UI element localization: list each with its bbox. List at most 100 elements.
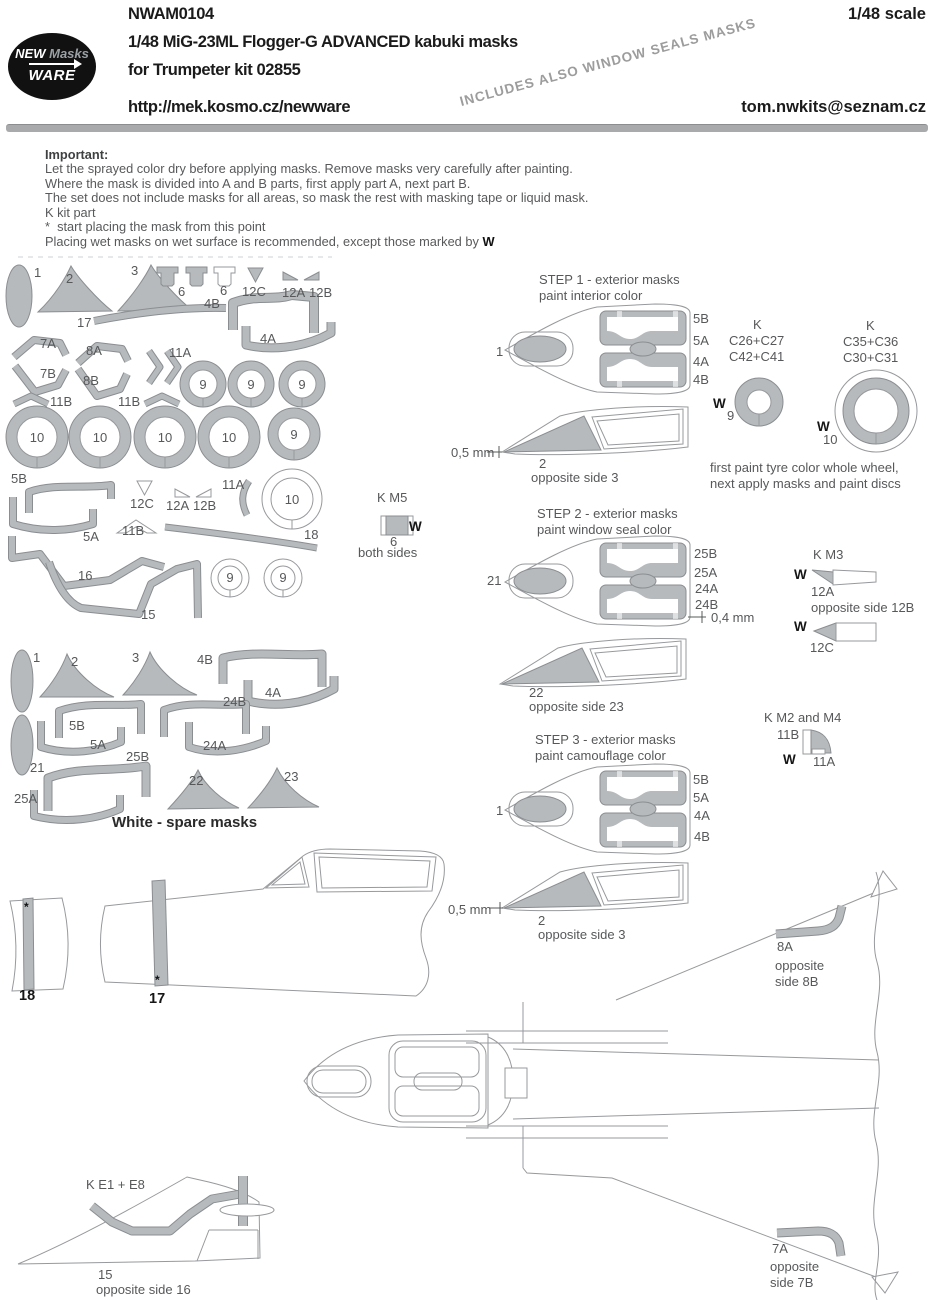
part-label: opposite xyxy=(775,958,824,973)
rudder-outline xyxy=(196,1229,259,1262)
step3-title: STEP 3 - exterior masks xyxy=(535,732,676,747)
mask-part-shape xyxy=(240,479,252,517)
mask-part-shape xyxy=(218,649,327,687)
instructions-block: Important: Let the sprayed color dry bef… xyxy=(45,147,825,250)
mask-part-shape xyxy=(143,393,181,407)
part-label: 11A xyxy=(813,754,835,769)
product-code: NWAM0104 xyxy=(128,5,214,23)
mask-part-shape xyxy=(46,561,201,619)
part-label: 24B xyxy=(695,597,718,612)
km5-diagram xyxy=(380,515,414,536)
mask-part-shape xyxy=(121,650,198,696)
mask-part-shape xyxy=(56,701,144,738)
part-label: opposite side 16 xyxy=(96,1282,191,1297)
nose-side-view xyxy=(501,861,689,912)
part-label: 5A xyxy=(693,790,709,805)
kit-part-outline xyxy=(802,729,812,755)
part-label: 9 xyxy=(199,377,206,392)
canopy-panel xyxy=(394,1046,480,1078)
part-label: 2 xyxy=(71,654,78,669)
part-label: C35+C36 xyxy=(843,334,898,349)
part-label: opposite xyxy=(770,1259,819,1274)
step2-title: STEP 2 - exterior masks xyxy=(537,506,678,521)
part-label: 9 xyxy=(290,427,297,442)
mask-part-shape xyxy=(242,322,335,352)
part-label: 12B xyxy=(309,285,332,300)
part-label: 9 xyxy=(247,377,254,392)
part-label: 4B xyxy=(694,829,710,844)
step1-title: STEP 1 - exterior masks xyxy=(539,272,680,287)
mask-part-shape xyxy=(303,271,320,281)
part-label: 10 xyxy=(158,430,172,445)
part-label: 12C xyxy=(130,496,154,511)
part-label: K xyxy=(753,317,762,332)
part-label: 22 xyxy=(529,685,543,700)
fuselage-edge xyxy=(512,1107,880,1120)
part-label: 11B xyxy=(118,394,140,409)
part-label: side 7B xyxy=(770,1275,813,1290)
w-mark: W xyxy=(783,752,796,767)
part-label: 4A xyxy=(265,685,281,700)
mask-part-shape xyxy=(75,367,130,399)
part-label: 7A xyxy=(772,1241,788,1256)
instruction-lines: Let the sprayed color dry before applyin… xyxy=(45,161,825,235)
mask-part-shape xyxy=(775,905,846,938)
w-mark: W xyxy=(794,567,807,582)
km3-diagram xyxy=(811,569,877,642)
windscreen-outline xyxy=(311,1069,367,1094)
part-label: 24A xyxy=(203,738,226,753)
part-label: 16 xyxy=(78,568,92,583)
nose-top-view xyxy=(504,763,691,855)
mask-part-shape xyxy=(229,291,318,333)
wing-tip xyxy=(870,870,898,898)
part-label: 25A xyxy=(694,565,717,580)
tail-fin-diagram xyxy=(17,1176,275,1265)
part-label: 12B xyxy=(193,498,216,513)
part-label: both sides xyxy=(358,545,418,560)
part-label: 12A xyxy=(282,285,305,300)
mask-part-shape xyxy=(164,524,318,551)
part-label: 4A xyxy=(693,354,709,369)
mask-part-shape xyxy=(282,271,299,281)
part-label: 21 xyxy=(30,760,44,775)
part-label: K xyxy=(866,318,875,333)
plan-view xyxy=(303,870,900,1300)
part-label: 6 xyxy=(178,284,185,299)
part-label: 11B xyxy=(50,394,72,409)
part-label: K M2 and M4 xyxy=(764,710,841,725)
mask-strip-18 xyxy=(22,897,35,991)
part-label: 8A xyxy=(86,343,102,358)
mask-part-shape xyxy=(116,263,194,312)
mask-part-shape xyxy=(12,393,50,407)
wheel-note-line1: first paint tyre color whole wheel, xyxy=(710,460,899,475)
wet-note-text: Placing wet masks on wet surface is reco… xyxy=(45,233,483,249)
mask-part-shape xyxy=(244,676,338,708)
windscreen-outline xyxy=(270,861,306,886)
part-label: 10 xyxy=(222,430,236,445)
instruction-line: K kit part xyxy=(45,204,96,220)
wheel-masks-diagram xyxy=(734,369,918,453)
step3-diagram xyxy=(489,763,691,914)
part-label: 6 xyxy=(390,534,397,549)
w-mark: W xyxy=(794,619,807,634)
part-label: 9 xyxy=(727,408,734,423)
mask-part-shape xyxy=(146,349,163,385)
part-label: 2 xyxy=(539,456,546,471)
mask-part-shape xyxy=(75,343,131,366)
part-label: 24B xyxy=(223,694,246,709)
website-url: http://mek.kosmo.cz/newware xyxy=(128,98,351,116)
mask-part-shape xyxy=(246,766,320,809)
part-label: 25A xyxy=(14,791,37,806)
mask-part-shape xyxy=(26,482,114,513)
part-label: 8B xyxy=(83,373,99,388)
nose-top-view xyxy=(504,535,691,627)
step2-diagram xyxy=(499,535,706,688)
w-mark: W xyxy=(817,419,830,434)
part-label: 3 xyxy=(132,650,139,665)
part-label: 12A xyxy=(811,584,834,599)
instruction-line: Let the sprayed color dry before applyin… xyxy=(45,161,573,176)
mask-part-shape xyxy=(115,519,158,534)
part-label: 10 xyxy=(93,430,107,445)
start-point-mark: * xyxy=(155,973,160,987)
